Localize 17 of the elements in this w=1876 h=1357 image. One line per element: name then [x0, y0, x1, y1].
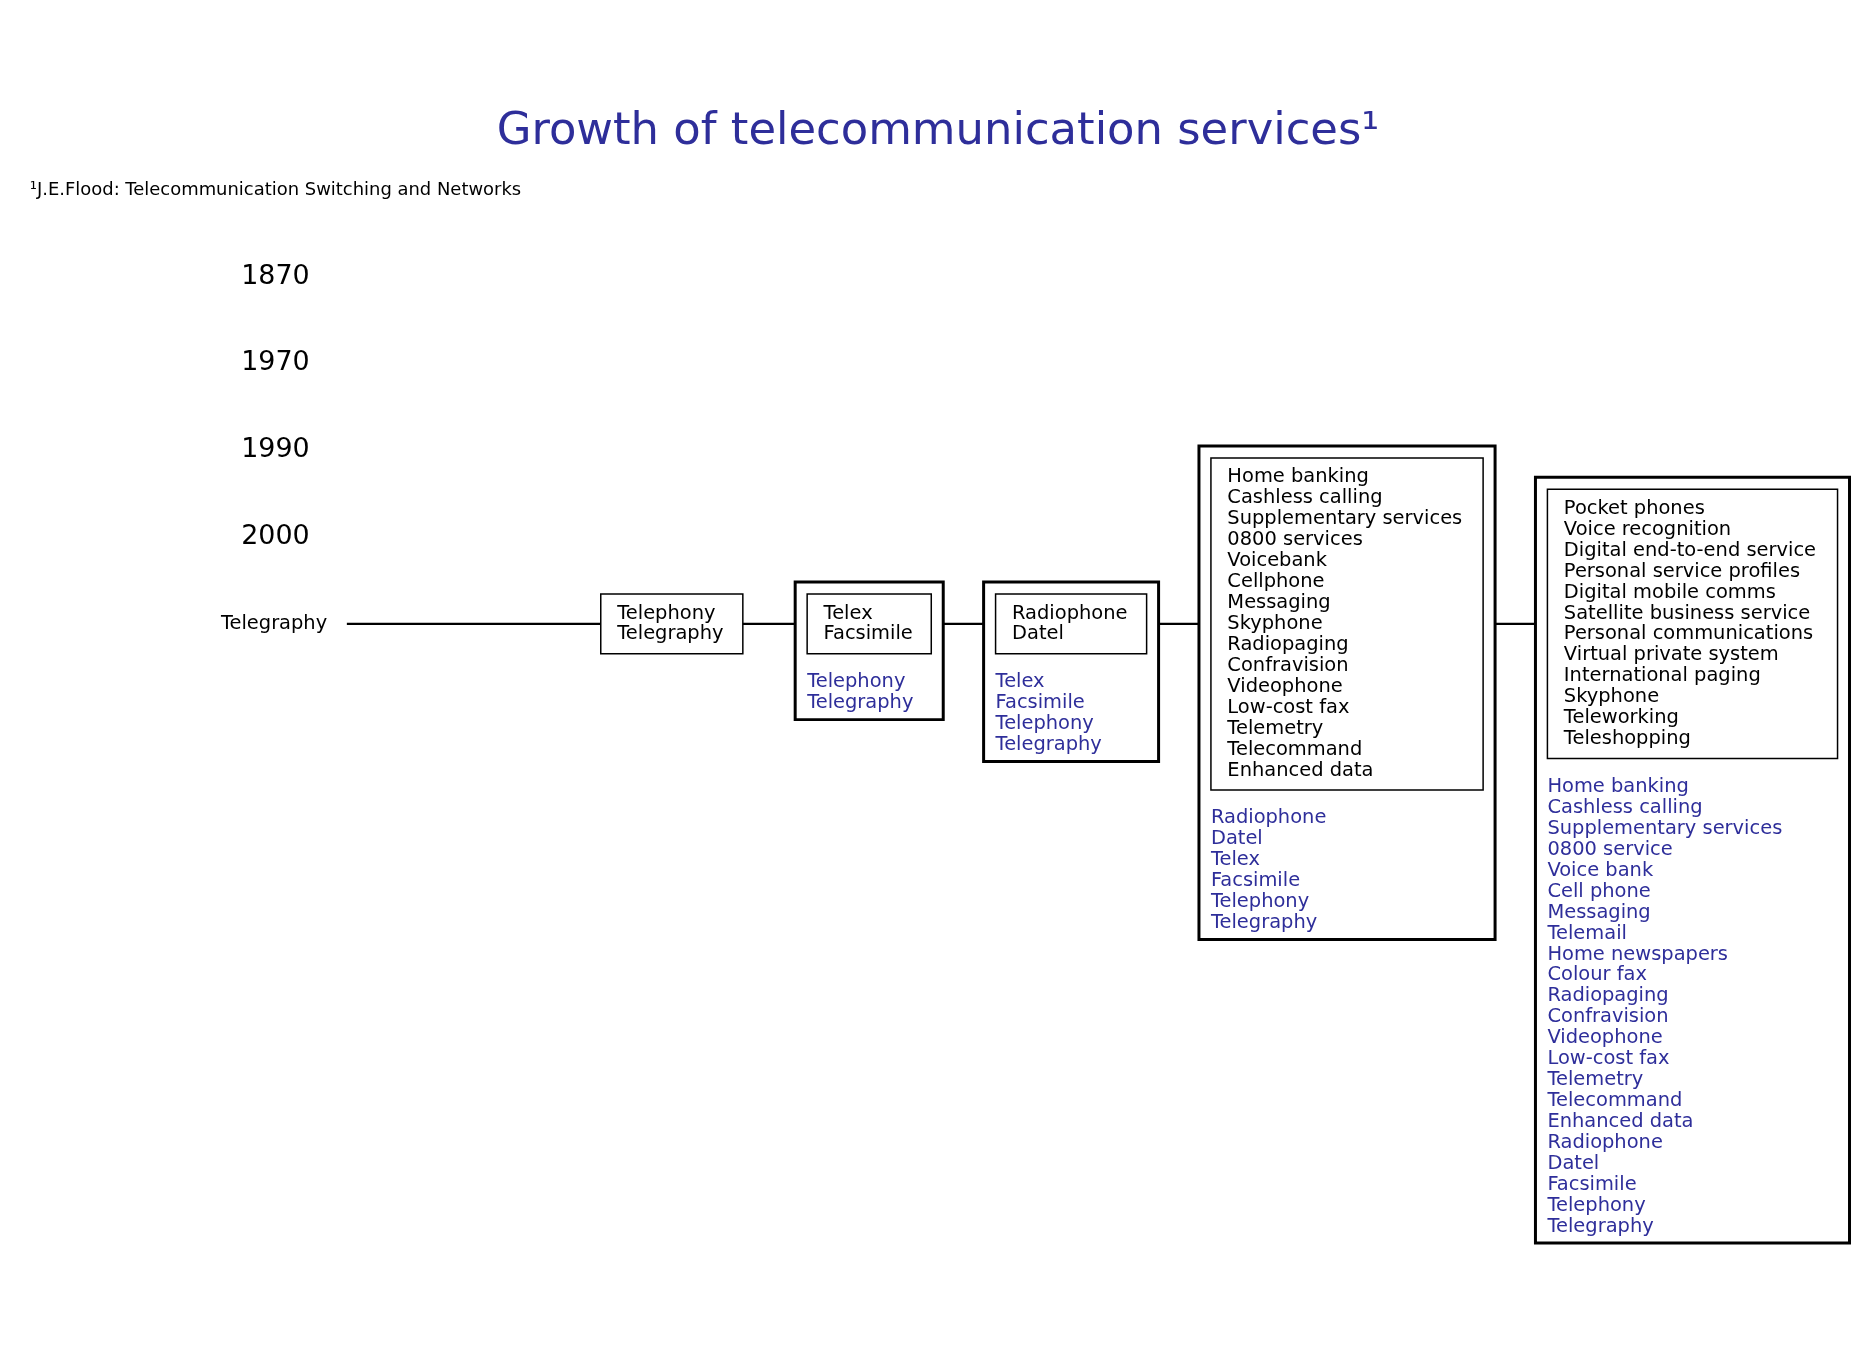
connector: [346, 622, 601, 626]
connector: [1495, 622, 1536, 626]
label: 1990: [241, 432, 310, 464]
node-text: Telegraphy: [220, 611, 328, 634]
connector: [1158, 622, 1199, 626]
label: 1870: [241, 258, 310, 290]
node-box: Pocket phones Voice recognition Digital end-to-end service Personal service profiles Digital mobile comms Satellite business service Personal communications Virtual private system International paging Skyphone Teleworking Teleshopping: [1546, 488, 1839, 760]
node-box: Telephony Telegraphy: [600, 593, 744, 655]
connector: [742, 622, 796, 626]
node-box: Telex Facsimile: [806, 593, 932, 655]
label: 1970: [241, 345, 310, 377]
node-box: Radiophone Datel: [994, 593, 1148, 655]
label: 2000: [241, 518, 310, 550]
diagram-title: Growth of telecommunication services¹: [496, 101, 1380, 155]
caption: ¹J.E.Flood: Telecommunication Switching and Networks: [29, 177, 522, 199]
connector: [943, 622, 984, 626]
node-box: Home banking Cashless calling Supplementary services 0800 services Voicebank Cellphone Messaging Skyphone Radiopaging Confravision Videophone Low-cost fax Telemetry Telecommand Enhanced data: [1210, 457, 1484, 791]
